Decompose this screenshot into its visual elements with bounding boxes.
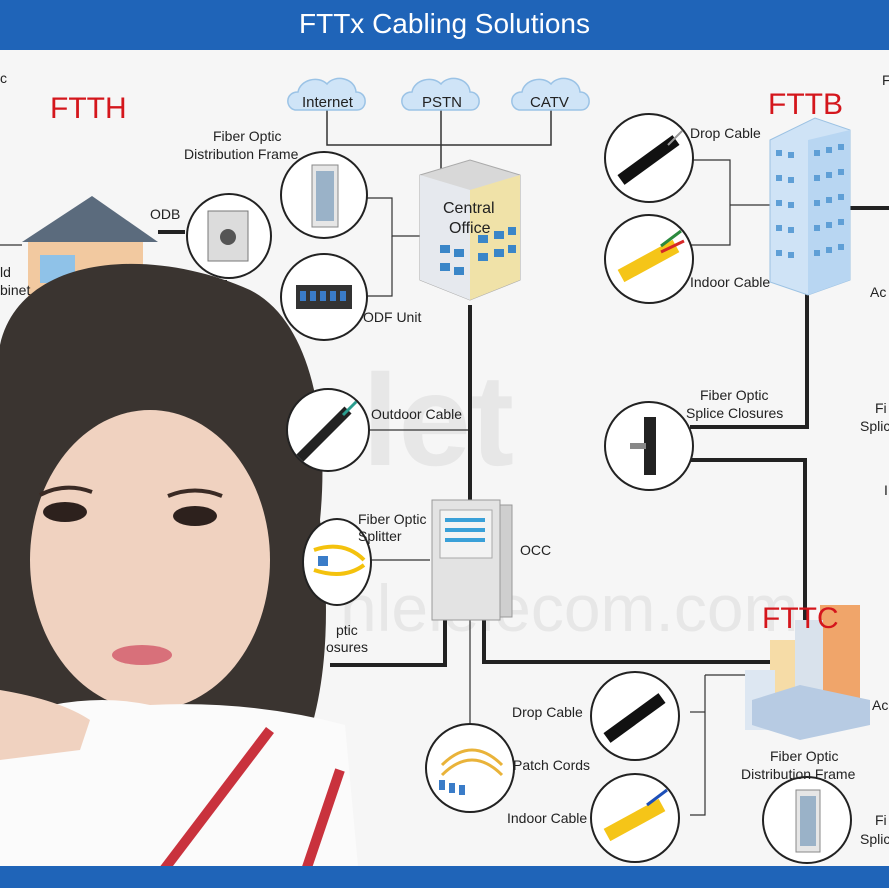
cloud-label-internet: Internet xyxy=(302,94,353,111)
label-drop-cable-top: Drop Cable xyxy=(690,125,761,141)
label-right-splic2: Splic xyxy=(860,831,889,847)
label-right-f: F xyxy=(882,72,889,88)
odf-frame-icon xyxy=(280,151,368,239)
outdoor-cable-icon xyxy=(286,388,370,472)
fttc-odf-icon xyxy=(762,776,852,864)
label-odf-frame-line1: Fiber Optic xyxy=(213,128,282,144)
label-fttc-frame-1: Fiber Optic xyxy=(770,748,839,764)
section-ftth: FTTH xyxy=(50,92,127,125)
indoor-cable-bottom-icon xyxy=(590,773,680,863)
cloud-pstn-icon xyxy=(401,77,480,111)
label-right-ac2: Ac xyxy=(872,697,889,713)
drop-cable-bottom-icon xyxy=(590,671,680,761)
label-outdoor-cable: Outdoor Cable xyxy=(371,406,463,422)
label-central-office-1: Central xyxy=(443,200,495,217)
fttc-building-icon xyxy=(745,605,870,740)
cloud-catv-icon xyxy=(511,77,590,111)
patch-cords-icon xyxy=(425,723,515,813)
cloud-internet-icon xyxy=(287,77,366,111)
label-left-ld: ld xyxy=(0,264,11,280)
label-fttc-frame-2: Distribution Frame xyxy=(741,766,856,782)
cloud-connectors xyxy=(326,110,552,175)
label-splitter-1: Fiber Optic xyxy=(358,511,427,527)
label-drop-cable-bottom: Drop Cable xyxy=(512,704,583,720)
central-office-icon xyxy=(419,159,521,301)
label-splice-closures-1: Fiber Optic xyxy=(700,387,769,403)
odb-box-icon xyxy=(186,193,272,279)
label-right-ac1: Ac xyxy=(870,284,887,300)
label-odf-unit: ODF Unit xyxy=(363,309,422,325)
label-closures-left-2: osures xyxy=(326,639,369,655)
cloud-label-pstn: PSTN xyxy=(422,94,463,111)
watermark-site: nlelelecom.com xyxy=(340,571,799,645)
section-fttb: FTTB xyxy=(768,88,843,121)
label-right-fi1: Fi xyxy=(875,400,887,416)
label-splice-closures-2: Splice Closures xyxy=(686,405,784,421)
section-fttc: FTTC xyxy=(762,602,839,635)
footer-bar xyxy=(0,866,889,888)
label-indoor-cable-top: Indoor Cable xyxy=(690,274,771,290)
fttb-building-icon xyxy=(769,117,851,296)
label-left-binet: binet xyxy=(0,282,31,298)
label-left-c: c xyxy=(0,70,7,86)
header-bar: FTTx Cabling Solutions xyxy=(0,0,889,50)
splitter-icon xyxy=(302,518,372,606)
label-right-fi2: Fi xyxy=(875,812,887,828)
label-right-l: I xyxy=(884,482,888,498)
label-central-office-2: Office xyxy=(449,220,491,237)
drop-cable-top-icon xyxy=(604,113,694,203)
occ-cabinet-icon xyxy=(431,499,513,621)
person-photo xyxy=(0,263,360,888)
label-closures-left-1: ptic xyxy=(336,622,358,638)
indoor-cable-top-icon xyxy=(604,214,694,304)
label-right-splic1: Splic xyxy=(860,418,889,434)
odf-unit-icon xyxy=(280,253,368,341)
page-title: FTTx Cabling Solutions xyxy=(298,8,590,39)
cloud-label-catv: CATV xyxy=(530,94,569,111)
splice-closure-icon xyxy=(604,401,694,491)
label-patch-cords: Patch Cords xyxy=(513,757,591,773)
label-splitter-2: Splitter xyxy=(358,528,402,544)
label-odb: ODB xyxy=(150,206,181,222)
label-odf-frame-line2: Distribution Frame xyxy=(184,146,299,162)
label-occ: OCC xyxy=(520,542,552,558)
label-indoor-cable-bottom: Indoor Cable xyxy=(507,810,588,826)
